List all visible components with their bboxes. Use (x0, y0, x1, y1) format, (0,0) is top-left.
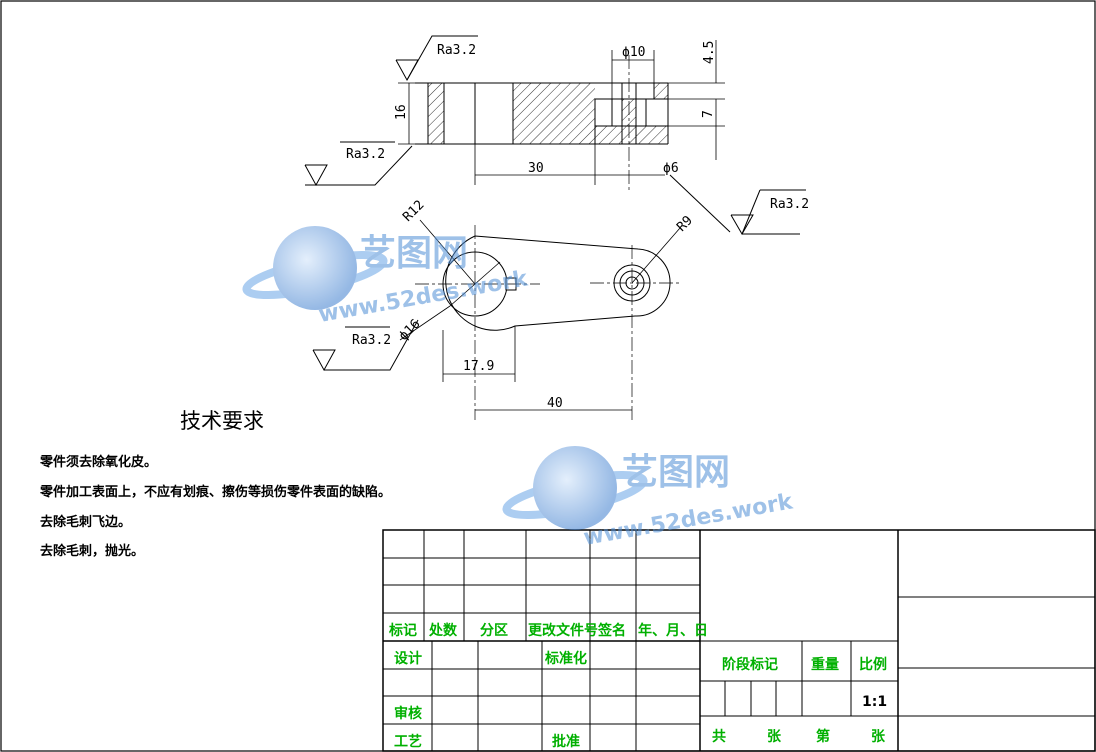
dim-4-5: 4.5 (702, 41, 717, 64)
top-view (399, 219, 681, 420)
tb-weight: 重量 (811, 656, 839, 673)
dim-7: 7 (701, 110, 716, 118)
watermark-top: 艺图网 www.52des.work (242, 226, 531, 328)
front-dimensions (398, 40, 725, 185)
dim-40: 40 (547, 396, 563, 411)
tb-approve: 批准 (552, 733, 580, 750)
tb-header-zone: 分区 (480, 623, 508, 639)
watermark-brand-bottom: 艺图网 (622, 452, 730, 493)
tb-header-sign: 签名 (597, 622, 626, 639)
ra-4: Ra3.2 (352, 333, 391, 348)
ra-1: Ra3.2 (437, 43, 476, 58)
tb-standardize: 标准化 (544, 650, 587, 667)
dim-r12: R12 (400, 198, 427, 225)
dim-17-9: 17.9 (463, 359, 494, 374)
dim-d10: ϕ10 (622, 45, 645, 60)
tb-header-count: 处数 (428, 622, 458, 639)
front-view (415, 55, 669, 190)
roughness-symbols (304, 35, 806, 372)
requirement-4: 去除毛刺，抛光。 (40, 543, 144, 559)
tb-page: 第 (816, 728, 830, 745)
tb-total: 共 (712, 728, 726, 745)
ra-3: Ra3.2 (770, 197, 809, 212)
dim-r9: R9 (674, 213, 696, 235)
tb-header-date: 年、月、日 (638, 622, 708, 639)
tb-process: 工艺 (394, 733, 422, 750)
tb-sheet-2: 张 (871, 729, 886, 745)
dim-d6: ϕ6 (663, 161, 679, 176)
tb-scale-label: 比例 (859, 656, 887, 673)
dim-16: 16 (394, 104, 409, 120)
requirement-1: 零件须去除氧化皮。 (39, 454, 157, 470)
tb-header-docno: 更改文件号 (528, 622, 598, 639)
tb-design: 设计 (394, 650, 422, 667)
tb-stage-mark: 阶段标记 (722, 656, 778, 673)
watermark-bottom: 艺图网 www.52des.work (502, 446, 796, 551)
watermark-brand-top: 艺图网 (360, 233, 468, 274)
ra-2: Ra3.2 (346, 147, 385, 162)
tb-header-mark: 标记 (388, 622, 417, 639)
tb-sheet-1: 张 (767, 729, 782, 745)
requirement-2: 零件加工表面上，不应有划痕、擦伤等损伤零件表面的缺陷。 (39, 484, 391, 500)
dim-30: 30 (528, 161, 544, 176)
title-block (382, 529, 1096, 752)
requirement-3: 去除毛刺飞边。 (40, 514, 131, 530)
tb-scale-value: 1:1 (862, 694, 887, 710)
tb-review: 审核 (394, 705, 422, 722)
requirements-title: 技术要求 (180, 409, 264, 433)
